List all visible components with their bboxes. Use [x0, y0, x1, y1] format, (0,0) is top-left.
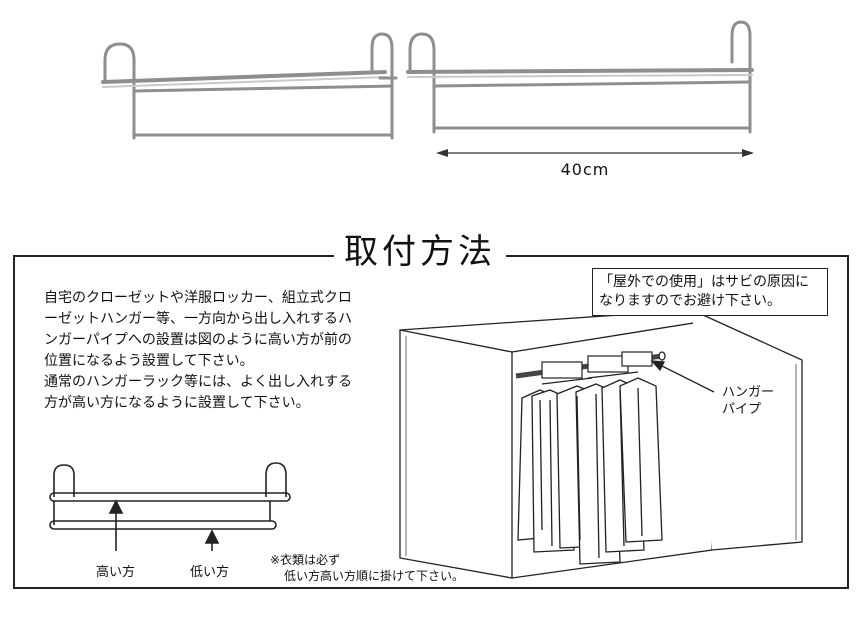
diagram-hook-left	[53, 464, 75, 497]
closet-left-panel	[399, 329, 513, 579]
width-dimension-label: 40cm	[560, 160, 610, 179]
instructions-paragraph-1: 自宅のクローゼットや洋服ロッカー、組立式クローゼットハンガー等、一方向から出し入…	[44, 290, 352, 369]
diagram-low-rail	[49, 520, 277, 530]
product-illustrations	[101, 20, 754, 157]
hanging-clothes	[517, 377, 663, 565]
section-title: 取付方法	[334, 228, 506, 276]
closet-right-panel	[691, 309, 803, 551]
outdoor-use-warning: 「屋外での使用」はサビの原因になりますのでお避け下さい。	[592, 268, 828, 316]
hanger-photo-left	[101, 32, 398, 140]
high-side-label: 高い方	[96, 565, 136, 580]
hanger-photo-right	[406, 20, 754, 134]
low-side-label: 低い方	[190, 565, 230, 580]
double-hanger-attachments	[541, 351, 653, 385]
instructions-text: 自宅のクローゼットや洋服ロッカー、組立式クローゼットハンガー等、一方向から出し入…	[44, 288, 354, 414]
diagram-hook-right	[265, 462, 287, 497]
note-line-2: 低い方高い方順に掛けて下さい。	[284, 569, 465, 583]
arrow-high-side	[108, 499, 124, 551]
note-line-1: ※衣類は必ず	[270, 553, 341, 567]
hanging-order-note: ※衣類は必ず 低い方高い方順に掛けて下さい。	[270, 552, 464, 584]
diagram-high-rail	[49, 492, 291, 502]
dimension-arrow	[436, 149, 754, 157]
hanger-pipe-label: ハンガーパイプ	[722, 385, 775, 417]
hanger-side-diagram	[49, 462, 291, 551]
instructions-paragraph-2: 通常のハンガーラック等には、よく出し入れする方が高い方になるように設置して下さい…	[44, 374, 352, 411]
arrow-low-side	[204, 529, 220, 551]
pipe-callout-arrow	[650, 360, 715, 393]
closet-illustration	[399, 309, 803, 579]
